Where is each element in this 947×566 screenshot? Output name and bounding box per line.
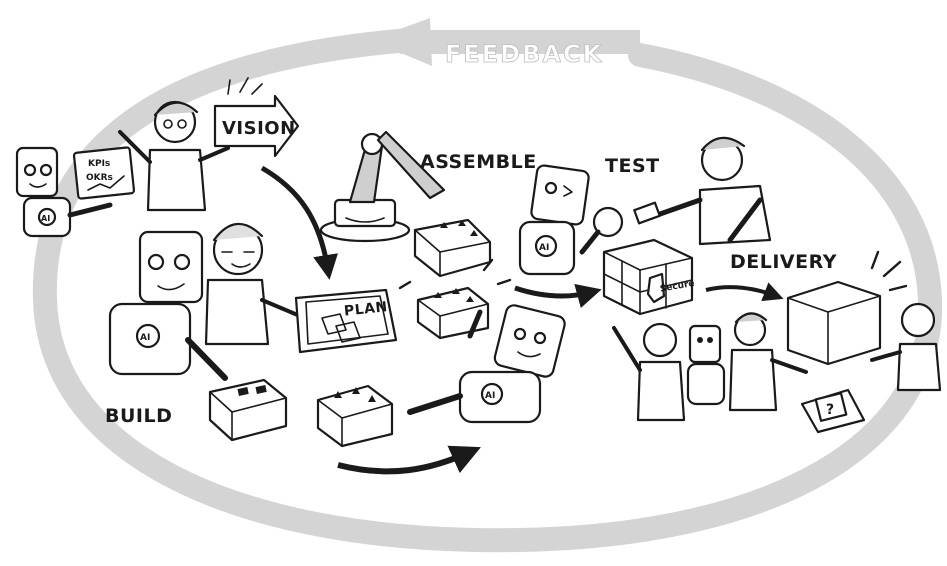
robot-top-left-badge: AI: [41, 214, 50, 223]
robotic-arm: [319, 130, 446, 243]
secure-cube: [602, 238, 694, 316]
plan-label: PLAN: [343, 299, 388, 319]
test-label: TEST: [605, 155, 660, 177]
plan-tablet: [294, 288, 398, 354]
robot-tester-badge: AI: [539, 243, 549, 253]
brick-floor: [316, 384, 394, 448]
question-card: [800, 388, 866, 434]
robot-top-left: AI: [15, 146, 113, 238]
arrow-vision-to-plan: [260, 165, 338, 280]
kpi-board: KPIs OKRs: [72, 146, 136, 200]
celebrating-group: [612, 312, 808, 422]
okr-text: OKRs: [86, 173, 113, 183]
arrow-test-to-delivery: [705, 282, 784, 302]
robot-carrier: AI: [407, 304, 566, 424]
feedback-label: FEEDBACK: [445, 40, 603, 68]
assemble-label: ASSEMBLE: [420, 151, 537, 173]
brick-held: [398, 258, 512, 340]
delivery-man: [870, 302, 942, 392]
vision-sign: [213, 94, 300, 158]
arrow-build-to-assemble: [337, 445, 481, 475]
robot-build-large: AI: [108, 230, 228, 381]
vision-spark: [227, 77, 263, 95]
arrow-assemble-to-test: [514, 283, 602, 309]
brick-build-panel: [208, 378, 288, 442]
robot-tester: AI: [518, 164, 624, 276]
delivery-label: DELIVERY: [730, 251, 837, 273]
delivery-box: [786, 250, 908, 366]
question-mark: ?: [826, 402, 835, 418]
woman-vision: [118, 100, 230, 212]
kpi-text: KPIs: [88, 159, 110, 169]
vision-label: VISION: [222, 118, 296, 139]
assemble-brick: [413, 218, 492, 278]
robot-build-badge: AI: [140, 333, 150, 343]
build-label: BUILD: [105, 405, 172, 427]
man-planning: [204, 222, 302, 346]
man-with-hammer: [633, 136, 772, 246]
robot-carrier-badge: AI: [485, 391, 495, 401]
